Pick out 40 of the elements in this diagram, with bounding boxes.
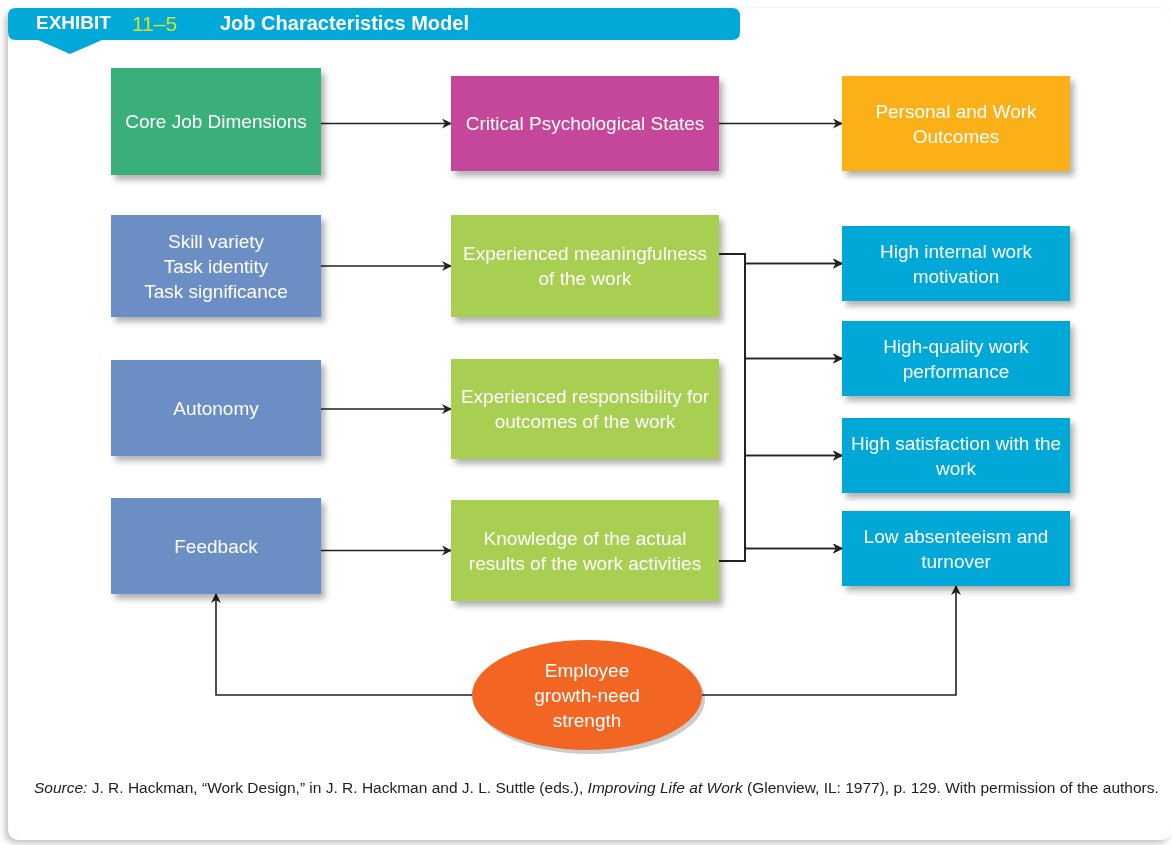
node-text: Experienced meaningfulness of the work [462, 242, 708, 291]
arrow [701, 585, 961, 696]
node-text: Core Job Dimensions [125, 110, 307, 134]
node-text: Autonomy [173, 396, 259, 421]
arrow [320, 261, 452, 271]
category-header [451, 76, 719, 171]
category-header [842, 76, 1070, 171]
process-box [111, 215, 321, 317]
category-header [111, 68, 321, 175]
node-text: High satisfaction with the work [850, 431, 1062, 481]
node-text: Task significance [144, 279, 288, 304]
process-box [842, 511, 1070, 586]
node-text: Critical Psychological States [465, 112, 705, 136]
arrow [211, 593, 473, 696]
node-text: Personal and Work Outcomes [874, 99, 1038, 149]
node-text: Feedback [174, 534, 258, 559]
arrow [320, 545, 452, 556]
node-text: Low absenteeism and turnover [862, 524, 1050, 574]
process-box [842, 226, 1070, 301]
process-box [842, 418, 1070, 493]
arrow [320, 118, 452, 129]
process-box [451, 500, 719, 601]
node-text: Experienced responsibility for outcomes of the work [459, 385, 711, 434]
node-text: Knowledge of the actual results of the work activities [467, 526, 703, 576]
node-text: Skill variety [167, 229, 265, 254]
process-box [451, 359, 719, 459]
process-box [842, 321, 1070, 396]
node-text: High internal work motivation [878, 239, 1034, 289]
exhibit-number: 11–5 [132, 12, 178, 36]
arrow [718, 543, 843, 562]
source-note: Source: J. R. Hackman, “Work Design,” in J. R. Hackman and J. L. Suttle (eds.), Improving Life at Work (Glenview, IL: 1977), p. 129. With permission of the authors. [34, 778, 1159, 798]
process-box [451, 215, 719, 317]
node-text: Task identity [163, 254, 269, 279]
process-box [111, 498, 321, 594]
exhibit-label: EXHIBIT [36, 12, 111, 34]
arrow [718, 118, 843, 129]
arrow [320, 404, 452, 414]
node-text: High-quality work performance [882, 334, 1030, 384]
process-box [111, 360, 321, 456]
diagram-title: Job Characteristics Model [220, 12, 469, 35]
